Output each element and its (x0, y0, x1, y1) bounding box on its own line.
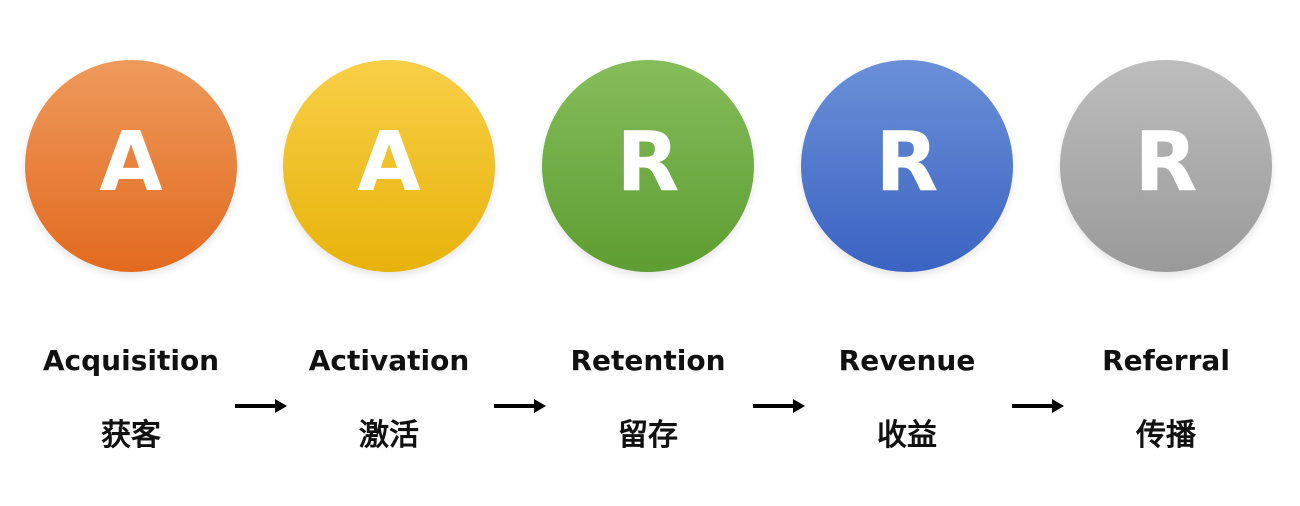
circle-letter: R (875, 115, 939, 210)
label-en-revenue: Revenue (838, 344, 976, 377)
circle-acquisition: A (25, 60, 237, 272)
circle-activation: A (283, 60, 495, 272)
arrow-right-icon (753, 399, 805, 413)
label-zh-acquisition: 获客 (101, 418, 161, 453)
label-en-activation: Activation (308, 344, 470, 377)
label-en-retention: Retention (570, 344, 726, 377)
label-zh-retention: 留存 (618, 418, 678, 453)
step-activation: A Activation 激活 (259, 0, 519, 506)
arrow-right-icon (1012, 399, 1064, 413)
circle-revenue: R (801, 60, 1013, 272)
circle-referral: R (1060, 60, 1272, 272)
label-zh-revenue: 收益 (877, 418, 937, 453)
arrow-right-icon (235, 399, 287, 413)
label-zh-referral: 传播 (1136, 418, 1196, 453)
label-zh-activation: 激活 (359, 418, 419, 453)
label-en-acquisition: Acquisition (42, 344, 220, 377)
circle-letter: A (99, 115, 163, 210)
arrow-right-icon (494, 399, 546, 413)
step-referral: R Referral 传播 (1036, 0, 1296, 506)
circle-letter: R (1134, 115, 1198, 210)
step-retention: R Retention 留存 (518, 0, 778, 506)
circle-letter: A (357, 115, 421, 210)
label-en-referral: Referral (1102, 344, 1230, 377)
step-revenue: R Revenue 收益 (777, 0, 1037, 506)
step-acquisition: A Acquisition 获客 (1, 0, 261, 506)
circle-retention: R (542, 60, 754, 272)
circle-letter: R (616, 115, 680, 210)
